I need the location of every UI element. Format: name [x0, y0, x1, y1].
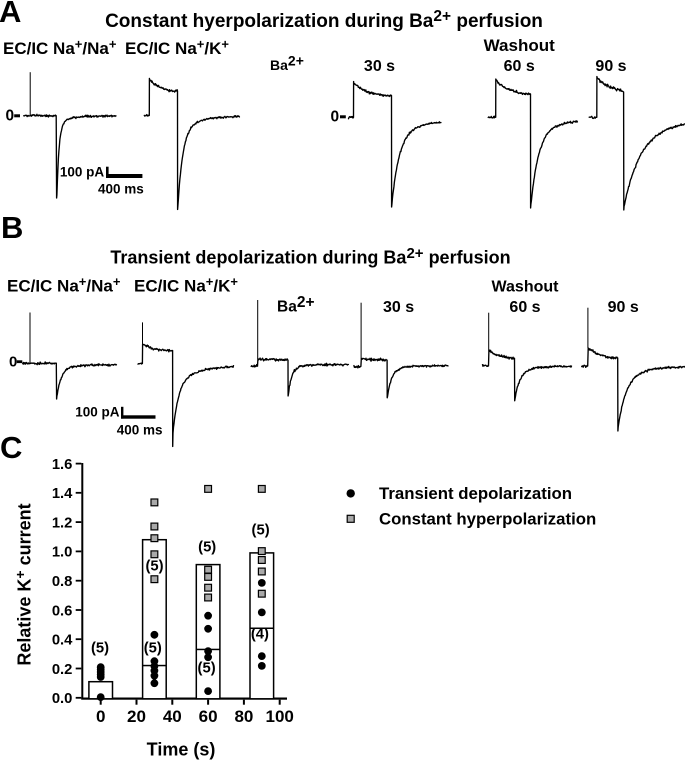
svg-text:1.6: 1.6 — [52, 457, 73, 473]
svg-text:Transient depolarization: Transient depolarization — [379, 484, 572, 503]
svg-text:(4): (4) — [251, 627, 269, 643]
svg-text:Transient depolarization durin: Transient depolarization during Ba2+ per… — [110, 245, 510, 268]
svg-text:30 s: 30 s — [383, 299, 414, 316]
svg-text:(5): (5) — [91, 641, 109, 657]
svg-text:(5): (5) — [252, 523, 270, 539]
svg-text:80: 80 — [234, 707, 253, 726]
svg-text:A: A — [0, 0, 21, 29]
svg-text:Time (s): Time (s) — [147, 740, 216, 760]
svg-text:20: 20 — [127, 707, 146, 726]
svg-text:EC/IC Na+/Na+: EC/IC Na+/Na+ — [7, 274, 121, 296]
svg-text:Ba2+: Ba2+ — [270, 53, 304, 74]
svg-text:Relative K+ current: Relative K+ current — [12, 503, 35, 665]
svg-text:Washout: Washout — [492, 279, 560, 296]
svg-text:0: 0 — [331, 109, 340, 126]
svg-text:0.4: 0.4 — [52, 633, 73, 649]
svg-text:60 s: 60 s — [504, 58, 535, 75]
svg-text:30 s: 30 s — [364, 58, 395, 75]
svg-text:40: 40 — [163, 707, 182, 726]
svg-text:EC/IC Na+/K+: EC/IC Na+/K+ — [125, 37, 229, 59]
svg-text:Ba2+: Ba2+ — [277, 294, 315, 316]
svg-text:(5): (5) — [145, 559, 163, 575]
svg-text:90 s: 90 s — [608, 299, 639, 316]
svg-text:Constant hyerpolarization duri: Constant hyerpolarization during Ba2+ pe… — [105, 8, 543, 32]
svg-text:0: 0 — [9, 354, 17, 371]
svg-text:Constant hyperpolarization: Constant hyperpolarization — [379, 510, 596, 529]
svg-text:400 ms: 400 ms — [98, 181, 144, 196]
svg-text:60 s: 60 s — [509, 299, 540, 316]
svg-text:0.0: 0.0 — [52, 691, 73, 707]
svg-text:0.6: 0.6 — [52, 603, 73, 619]
svg-text:0.8: 0.8 — [52, 574, 73, 590]
svg-text:0: 0 — [6, 108, 15, 125]
svg-text:EC/IC Na+/K+: EC/IC Na+/K+ — [134, 274, 238, 296]
svg-text:0: 0 — [96, 707, 105, 726]
svg-text:60: 60 — [199, 707, 218, 726]
svg-text:1.2: 1.2 — [52, 515, 73, 531]
svg-text:C: C — [0, 430, 22, 465]
svg-text:100 pA: 100 pA — [60, 164, 105, 179]
svg-text:400 ms: 400 ms — [117, 422, 163, 437]
svg-text:Washout: Washout — [484, 36, 555, 55]
svg-text:100: 100 — [266, 707, 294, 726]
svg-text:(5): (5) — [198, 540, 216, 556]
svg-text:100 pA: 100 pA — [75, 405, 120, 420]
svg-text:90 s: 90 s — [595, 58, 626, 75]
svg-text:(5): (5) — [144, 641, 162, 657]
svg-text:1.0: 1.0 — [52, 545, 73, 561]
svg-text:0.2: 0.2 — [52, 662, 73, 678]
svg-text:B: B — [1, 210, 23, 245]
svg-text:EC/IC Na+/Na+: EC/IC Na+/Na+ — [3, 37, 117, 59]
svg-text:(5): (5) — [198, 661, 216, 677]
svg-text:1.4: 1.4 — [52, 486, 73, 502]
